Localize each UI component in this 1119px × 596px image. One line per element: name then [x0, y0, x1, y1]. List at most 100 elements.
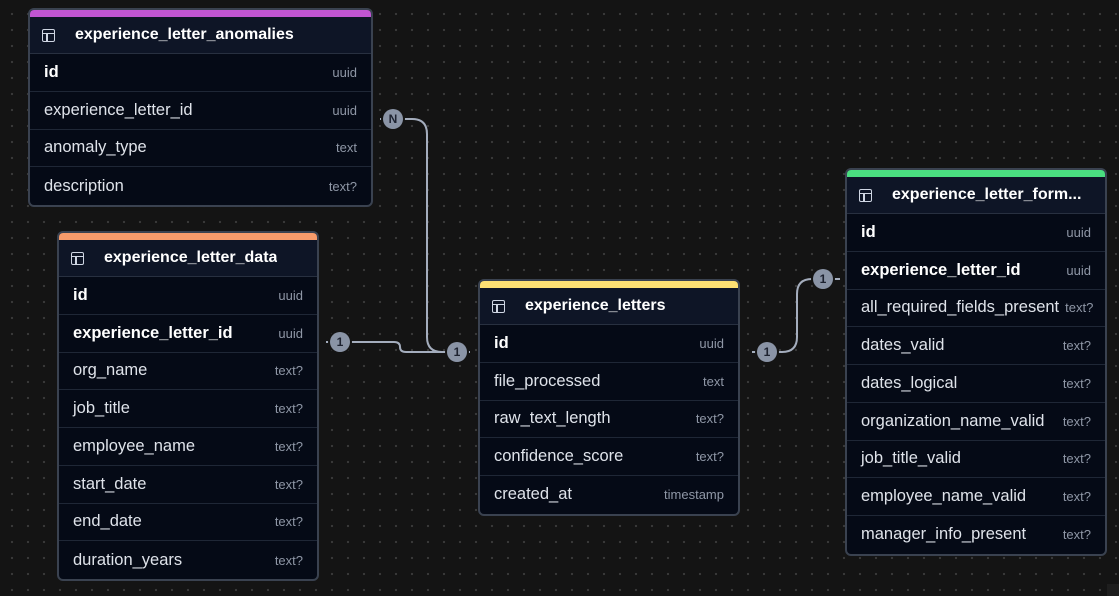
cardinality-badge-one: 1 [447, 342, 467, 362]
column-row[interactable]: raw_text_length text? [480, 401, 738, 439]
column-row[interactable]: employee_name text? [59, 428, 317, 466]
column-name: created_at [494, 485, 572, 504]
table-icon [71, 251, 84, 265]
table-header[interactable]: experience_letter_anomalies [30, 17, 371, 54]
column-name: id [44, 62, 59, 81]
column-type: text? [1062, 375, 1091, 391]
column-name: experience_letter_id [44, 100, 193, 119]
table-accent-bar [59, 233, 317, 240]
column-name: organization_name_valid [861, 411, 1045, 430]
column-name: job_title_valid [861, 449, 961, 468]
table-experience-letter-anomalies[interactable]: experience_letter_anomalies id uuid expe… [28, 8, 373, 207]
column-row[interactable]: dates_valid text? [847, 327, 1105, 365]
column-type: timestamp [664, 487, 724, 503]
column-name: experience_letter_id [861, 260, 1021, 279]
column-type: text? [1062, 451, 1091, 467]
column-row[interactable]: dates_logical text? [847, 365, 1105, 403]
table-name: experience_letter_anomalies [75, 26, 294, 43]
column-type: text? [1062, 489, 1091, 505]
column-type: text? [1065, 300, 1094, 316]
column-row[interactable]: confidence_score text? [480, 438, 738, 476]
edge-data-to-letters[interactable] [326, 341, 470, 353]
table-icon [492, 299, 505, 313]
table-header[interactable]: experience_letter_form... [847, 177, 1105, 214]
column-name: start_date [73, 474, 147, 493]
column-row[interactable]: experience_letter_id uuid [847, 252, 1105, 290]
column-name: experience_letter_id [73, 323, 233, 342]
cardinality-badge-one: 1 [330, 332, 350, 352]
table-name: experience_letter_form... [892, 186, 1082, 203]
column-type: uuid [1066, 224, 1091, 240]
column-type: uuid [278, 325, 303, 341]
column-type: text? [328, 178, 357, 194]
table-icon [859, 188, 872, 202]
column-name: anomaly_type [44, 138, 147, 157]
column-type: text [703, 373, 724, 389]
column-row[interactable]: start_date text? [59, 466, 317, 504]
table-accent-bar [847, 170, 1105, 177]
table-icon [42, 28, 55, 42]
column-type: text? [695, 411, 724, 427]
column-type: text? [274, 363, 303, 379]
column-row[interactable]: job_title text? [59, 390, 317, 428]
column-type: text? [1062, 527, 1091, 543]
column-list: id uuid file_processed text raw_text_len… [480, 325, 738, 514]
table-experience-letter-data[interactable]: experience_letter_data id uuid experienc… [57, 231, 319, 581]
cardinality-badge-one: 1 [813, 269, 833, 289]
table-experience-letters[interactable]: experience_letters id uuid file_processe… [478, 279, 740, 516]
column-name: dates_logical [861, 373, 958, 392]
column-type: uuid [278, 287, 303, 303]
column-row[interactable]: id uuid [59, 277, 317, 315]
edge-anomalies-to-letters[interactable] [380, 118, 470, 353]
column-name: manager_info_present [861, 525, 1027, 544]
table-header[interactable]: experience_letters [480, 288, 738, 325]
canvas-corner [1107, 584, 1119, 596]
table-header[interactable]: experience_letter_data [59, 240, 317, 277]
column-name: end_date [73, 512, 142, 531]
column-name: raw_text_length [494, 409, 611, 428]
column-row[interactable]: end_date text? [59, 504, 317, 542]
column-row[interactable]: employee_name_valid text? [847, 478, 1105, 516]
edge-format-to-letters[interactable] [752, 278, 840, 353]
column-row[interactable]: manager_info_present text? [847, 516, 1105, 554]
column-row[interactable]: id uuid [30, 54, 371, 92]
column-row[interactable]: organization_name_valid text? [847, 403, 1105, 441]
column-row[interactable]: created_at timestamp [480, 476, 738, 514]
table-name: experience_letter_data [104, 249, 278, 266]
column-list: id uuid experience_letter_id uuid org_na… [59, 277, 317, 579]
column-list: id uuid experience_letter_id uuid anomal… [30, 54, 371, 205]
column-name: description [44, 176, 124, 195]
column-row[interactable]: file_processed text [480, 363, 738, 401]
column-name: employee_name [73, 436, 195, 455]
column-row[interactable]: description text? [30, 167, 371, 205]
column-name: duration_years [73, 550, 183, 569]
column-list: id uuid experience_letter_id uuid all_re… [847, 214, 1105, 554]
column-row[interactable]: id uuid [480, 325, 738, 363]
column-type: text? [274, 514, 303, 530]
column-type: text? [274, 438, 303, 454]
column-type: text? [1062, 338, 1091, 354]
column-name: org_name [73, 361, 148, 380]
column-name: id [494, 333, 509, 352]
column-row[interactable]: duration_years text? [59, 541, 317, 579]
column-row[interactable]: all_required_fields_present text? [847, 290, 1105, 328]
column-row[interactable]: experience_letter_id uuid [59, 315, 317, 353]
table-accent-bar [30, 10, 371, 17]
cardinality-badge-many: N [383, 109, 403, 129]
column-type: text? [274, 401, 303, 417]
cardinality-badge-one: 1 [757, 342, 777, 362]
column-row[interactable]: org_name text? [59, 353, 317, 391]
column-name: employee_name_valid [861, 487, 1027, 506]
column-name: confidence_score [494, 447, 624, 466]
column-row[interactable]: experience_letter_id uuid [30, 92, 371, 130]
column-name: all_required_fields_present [861, 298, 1060, 317]
column-type: uuid [332, 64, 357, 80]
column-name: file_processed [494, 371, 601, 390]
column-row[interactable]: id uuid [847, 214, 1105, 252]
table-experience-letter-format[interactable]: experience_letter_form... id uuid experi… [845, 168, 1107, 556]
column-row[interactable]: anomaly_type text [30, 130, 371, 168]
column-type: text? [274, 552, 303, 568]
column-type: uuid [1066, 262, 1091, 278]
column-row[interactable]: job_title_valid text? [847, 441, 1105, 479]
